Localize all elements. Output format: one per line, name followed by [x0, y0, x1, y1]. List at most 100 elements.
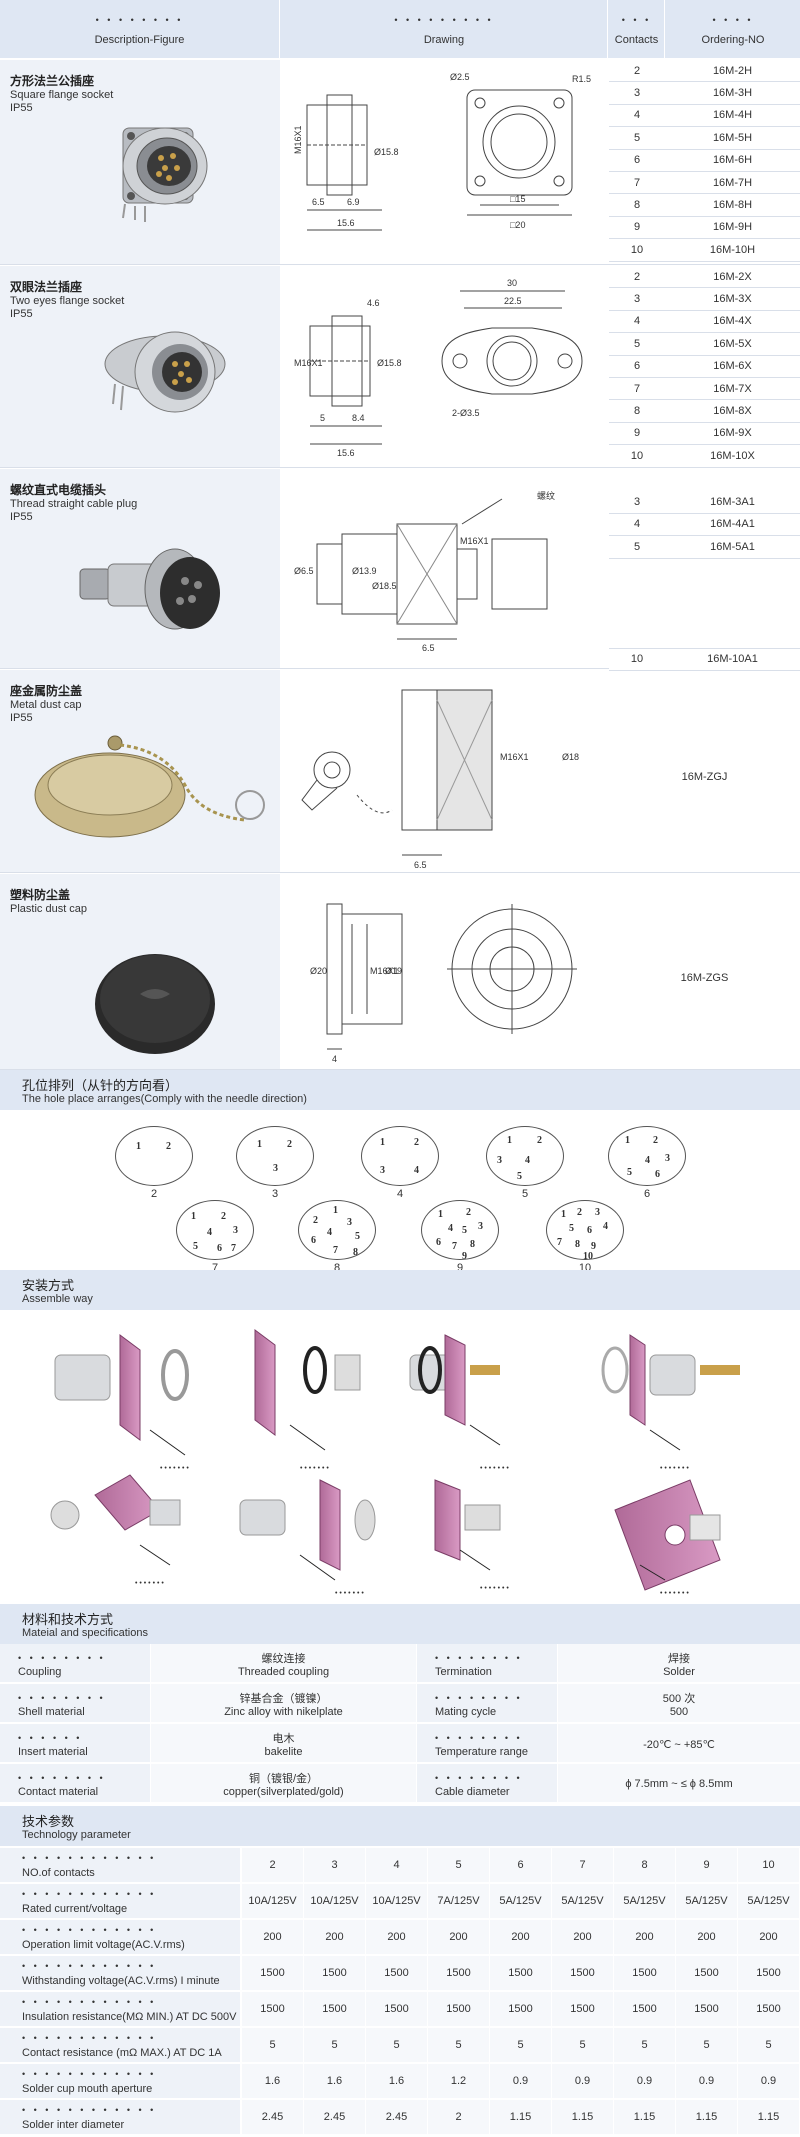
tech-cell: 1500	[427, 1992, 489, 2026]
pin-number: 2	[221, 1211, 226, 1222]
pin-number: 2	[577, 1207, 582, 1218]
pin-number: 9	[591, 1241, 596, 1252]
tech-cell: 2	[427, 2100, 489, 2134]
tech-cell: 5A/125V	[551, 1884, 613, 1918]
tech-cell: 1.15	[675, 2100, 737, 2134]
svg-text:30: 30	[507, 278, 517, 288]
tech-cell: 1.2	[427, 2064, 489, 2098]
hole-pattern-label: 5	[521, 1188, 529, 1200]
tech-cell: 200	[427, 1920, 489, 1954]
tech-cell: 200	[365, 1920, 427, 1954]
materials-row: • • • • • • • •Contact material 铜（镀银/金）c…	[0, 1764, 800, 1804]
tech-row: • • • • • • • • • • • •Rated current/vol…	[0, 1884, 800, 1919]
tech-cell: 5	[675, 2028, 737, 2062]
tech-cell: 1.6	[365, 2064, 427, 2098]
pin-number: 5	[193, 1241, 198, 1252]
pin-number: 3	[595, 1207, 600, 1218]
tech-cell: 5A/125V	[489, 1884, 551, 1918]
ordering-code-metal-dust-cap: 16M-ZGJ	[681, 771, 728, 783]
tech-cell: 4	[365, 1848, 427, 1882]
svg-text:M16X1: M16X1	[293, 125, 303, 154]
tech-row: • • • • • • • • • • • •Solder inter diam…	[0, 2100, 800, 2135]
tech-cell: 5A/125V	[675, 1884, 737, 1918]
tech-cell: 0.9	[489, 2064, 551, 2098]
pin-number: 8	[470, 1239, 475, 1250]
svg-text:5: 5	[320, 413, 325, 423]
tech-row-label: Contact resistance (mΩ MAX.) AT DC 1A	[22, 2047, 222, 2059]
svg-text:• • • • • • •: • • • • • • •	[335, 1590, 364, 1597]
svg-text:6.5: 6.5	[312, 197, 325, 207]
svg-text:Ø18: Ø18	[562, 752, 579, 762]
tech-row-label: Withstanding voltage(AC.V.rms) I minute	[22, 1975, 220, 1987]
tech-cell: 1500	[365, 1992, 427, 2026]
tech-row: • • • • • • • • • • • •Contact resistanc…	[0, 2028, 800, 2063]
product-row-square-flange: 方形法兰公插座 Square flange socket IP55	[0, 60, 800, 265]
pin-number: 8	[575, 1239, 580, 1250]
tech-cell: 1500	[737, 1956, 799, 1990]
tech-cell: 1500	[613, 1992, 675, 2026]
pin-number: 8	[353, 1247, 358, 1258]
hole-pattern-label: 2	[150, 1188, 158, 1200]
pin-number: 2	[287, 1139, 292, 1150]
svg-text:4.6: 4.6	[367, 298, 380, 308]
pin-number: 3	[347, 1217, 352, 1228]
pin-number: 3	[233, 1225, 238, 1236]
svg-text:Ø15.8: Ø15.8	[377, 358, 402, 368]
tech-parameter-header: 技术参数 Technology parameter	[0, 1806, 800, 1846]
pin-number: 1	[438, 1209, 443, 1220]
tech-row-label: Rated current/voltage	[22, 1903, 128, 1915]
assemble-illustrations: • • • • • • • • • • • • • • • • • • • • …	[0, 1310, 800, 1600]
header-description: • • • • • • • • Description-Figure	[0, 0, 280, 58]
pin-number: 2	[166, 1141, 171, 1152]
materials-row: • • • • • • • •Shell material 锌基合金（镀镍）Zi…	[0, 1684, 800, 1724]
pin-number: 10	[583, 1251, 593, 1262]
assemble-way-header: 安装方式 Assemble way	[0, 1270, 800, 1310]
assemble-diagram: • • • • • • • • • • • • • • • • • • • • …	[50, 1329, 740, 1597]
svg-text:Ø6.5: Ø6.5	[294, 566, 314, 576]
tech-cell: 6	[489, 1848, 551, 1882]
materials-header: 材料和技术方式 Mateial and specifications	[0, 1604, 800, 1644]
tech-cell: 1500	[675, 1992, 737, 2026]
svg-text:• • • • • • •: • • • • • • •	[160, 1465, 189, 1472]
svg-text:• • • • • • •: • • • • • • •	[135, 1580, 164, 1587]
tech-cell: 0.9	[737, 2064, 799, 2098]
tech-row: • • • • • • • • • • • •Withstanding volt…	[0, 1956, 800, 1991]
svg-text:2-Ø3.5: 2-Ø3.5	[452, 408, 480, 418]
tech-cell: 1.15	[613, 2100, 675, 2134]
tech-row: • • • • • • • • • • • •Solder cup mouth …	[0, 2064, 800, 2099]
tech-cell: 5	[489, 2028, 551, 2062]
pin-number: 2	[313, 1215, 318, 1226]
tech-cell: 5	[613, 2028, 675, 2062]
pin-number: 3	[478, 1221, 483, 1232]
tech-cell: 1.6	[241, 2064, 303, 2098]
svg-text:15.6: 15.6	[337, 448, 355, 458]
tech-cell: 1.15	[551, 2100, 613, 2134]
product-row-cable-plug: 螺纹直式电缆插头 Thread straight cable plug IP55	[0, 469, 800, 671]
tech-cell: 1500	[551, 1956, 613, 1990]
tech-cell: 200	[675, 1920, 737, 1954]
svg-text:8.4: 8.4	[352, 413, 365, 423]
hole-pattern-label: 7	[211, 1262, 219, 1274]
svg-text:螺纹: 螺纹	[537, 490, 555, 501]
tech-cell: 2.45	[303, 2100, 365, 2134]
square-flange-socket-photo	[122, 127, 208, 222]
tech-cell: 1.15	[489, 2100, 551, 2134]
pin-number: 3	[665, 1153, 670, 1164]
tech-cell: 10	[737, 1848, 799, 1882]
pin-number: 4	[448, 1223, 453, 1234]
header-drawing: • • • • • • • • • Drawing	[281, 0, 608, 58]
